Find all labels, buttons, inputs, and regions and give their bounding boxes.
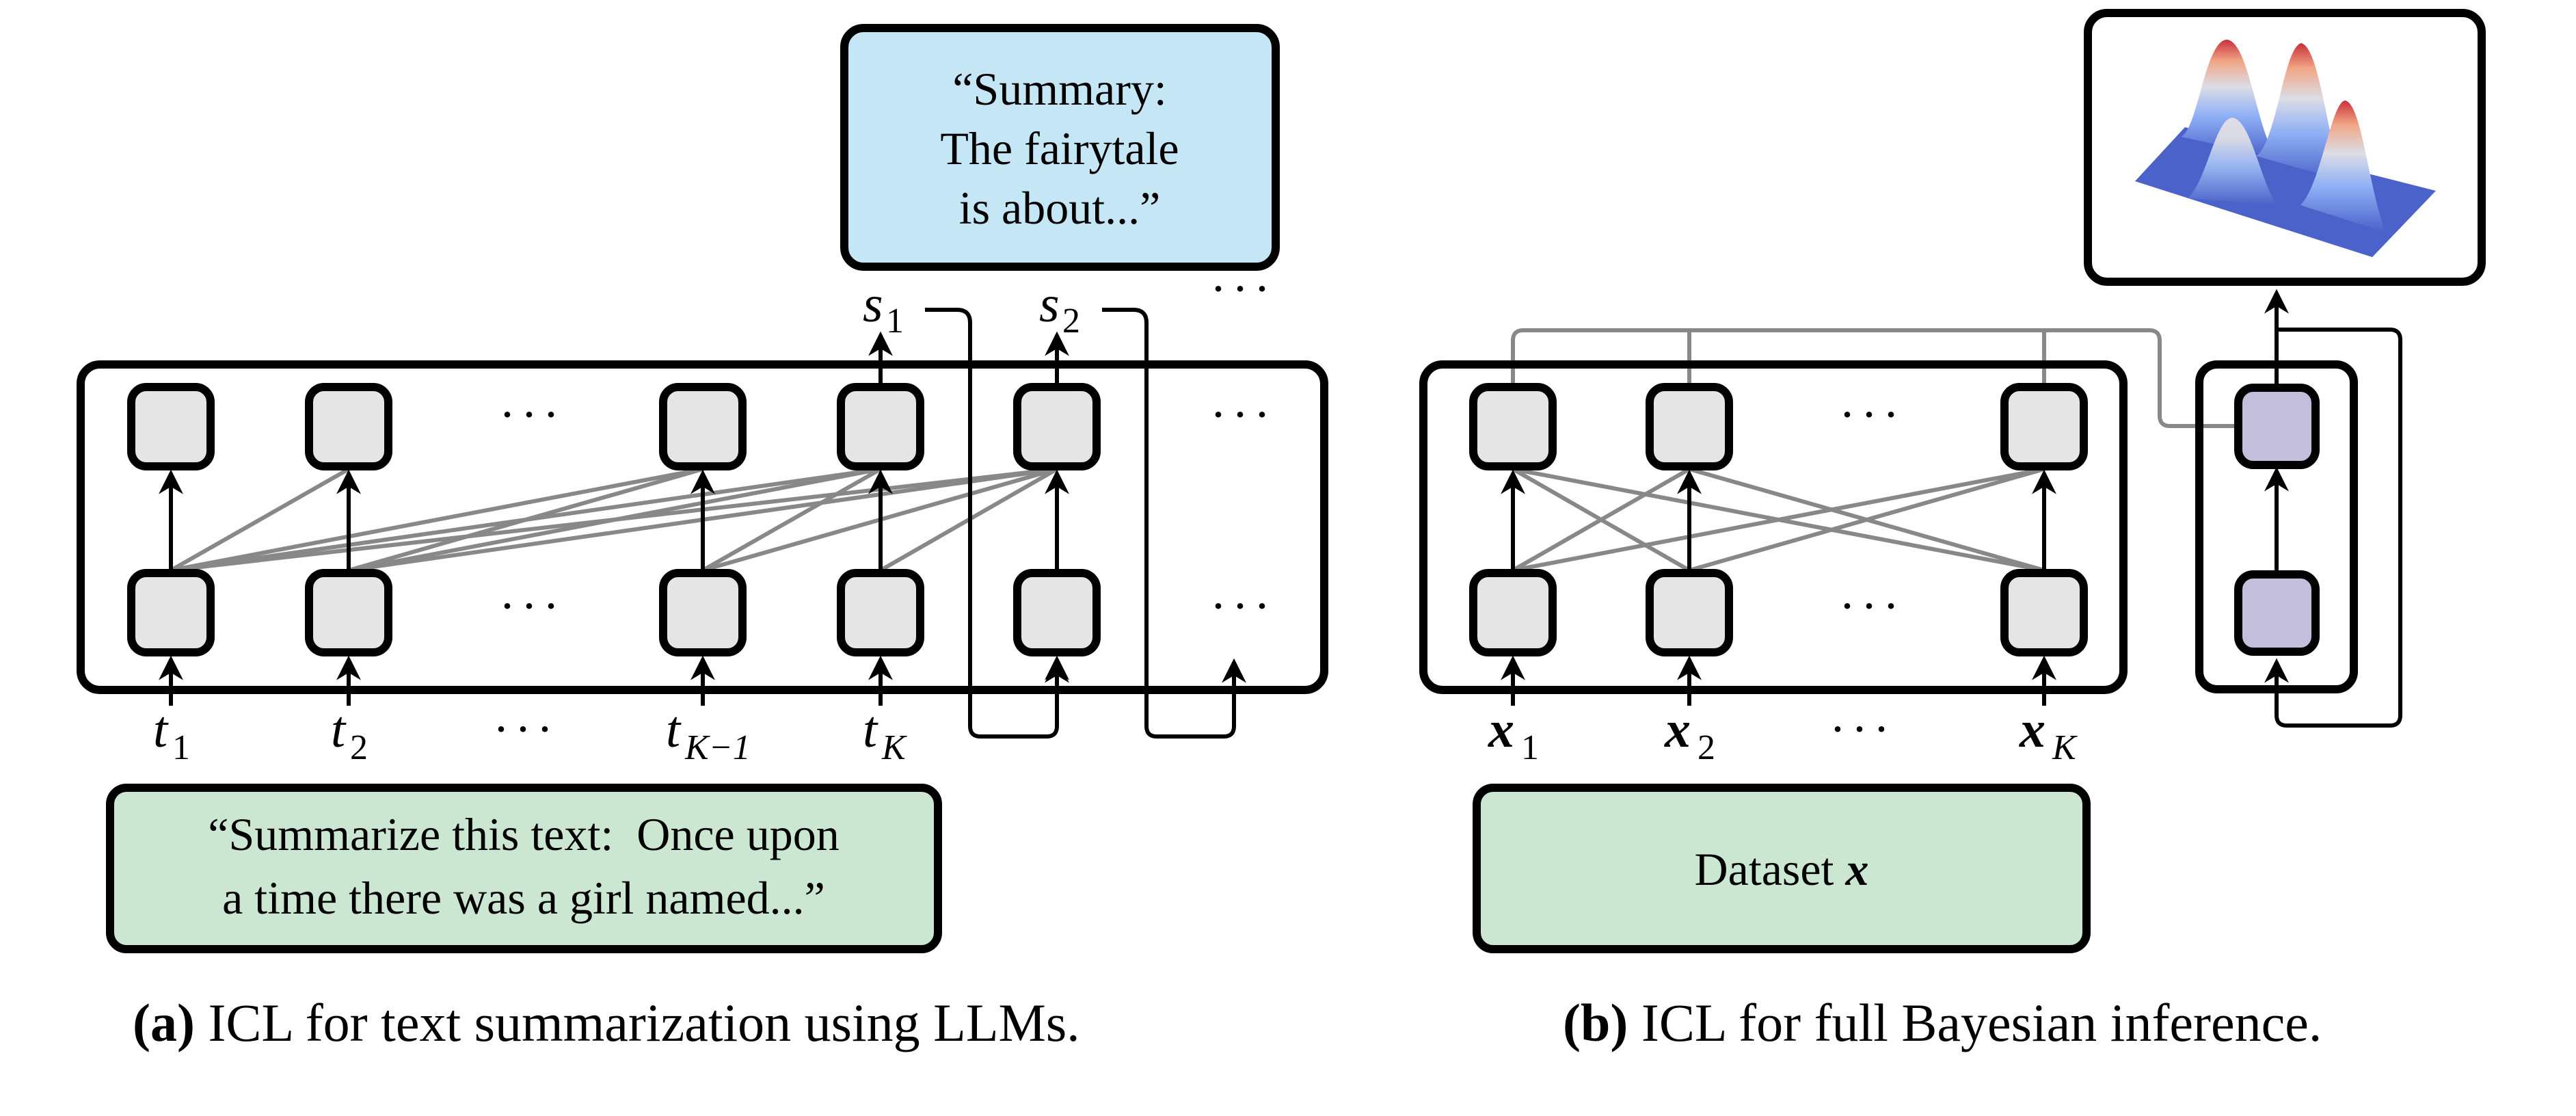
svg-text:x: x <box>1664 701 1691 758</box>
svg-text:t: t <box>331 701 347 758</box>
transformer-panel-b <box>1419 360 2128 694</box>
output-token-s1: s 1 <box>863 276 904 341</box>
attention-edges-a <box>169 467 1059 572</box>
attention-edge <box>347 467 705 572</box>
ellipsis-bottom-row-a: ··· <box>499 579 565 633</box>
label-ellipsis: ··· <box>493 702 559 756</box>
surface-peak-4 <box>2188 118 2277 205</box>
dataset-symbol: x <box>1844 843 1868 895</box>
svg-text:1: 1 <box>886 302 904 341</box>
attention-edge <box>1511 467 2046 572</box>
svg-text:1: 1 <box>1521 728 1539 767</box>
caption-a: (a) ICL for text summarization using LLM… <box>133 993 1080 1052</box>
caption-b-text: ICL for full Bayesian inference. <box>1628 993 2322 1052</box>
svg-text:2: 2 <box>1698 728 1715 767</box>
attention-edge <box>701 467 883 572</box>
svg-text:s: s <box>863 276 883 333</box>
attention-edges-b <box>1511 467 2046 572</box>
top-node <box>127 383 215 470</box>
top-node <box>837 383 924 470</box>
svg-text:K: K <box>2052 728 2078 767</box>
svg-text:K−1: K−1 <box>684 728 751 767</box>
top-node <box>305 383 392 470</box>
caption-a-text: ICL for text summarization using LLMs. <box>195 993 1080 1052</box>
summary-output-box: “Summary: The fairytale is about...” <box>840 24 1280 271</box>
svg-text:K: K <box>881 728 907 767</box>
bottom-node <box>1013 569 1101 656</box>
caption-b-tag: (b) <box>1563 993 1628 1052</box>
attention-edge <box>347 467 883 572</box>
top-node <box>1013 383 1101 470</box>
amortized-node-top <box>2234 384 2320 469</box>
panel-a-llm-icl: “Summary: The fairytale is about...” s 1… <box>77 24 1328 1052</box>
svg-text:t: t <box>666 701 682 758</box>
summary-line-3: is about...” <box>959 182 1161 234</box>
token-nodes-a <box>127 331 1236 725</box>
surface-peak-2 <box>2256 43 2345 181</box>
attention-edge <box>1687 467 2046 572</box>
ellipsis-top-row-a: ··· <box>499 387 565 442</box>
prompt-line-1: “Summarize this text: Once upon <box>208 808 839 860</box>
bottom-node <box>1646 569 1733 656</box>
top-node <box>1469 383 1557 470</box>
summary-line-2: The fairytale <box>940 122 1179 174</box>
svg-text:t: t <box>153 701 169 758</box>
svg-text:x: x <box>2019 701 2045 758</box>
bottom-node <box>305 569 392 656</box>
top-node <box>2000 383 2088 470</box>
posterior-plot-box <box>2084 9 2486 286</box>
caption-b: (b) ICL for full Bayesian inference. <box>1563 993 2322 1052</box>
bottom-node <box>837 569 924 656</box>
attention-edge <box>169 467 351 572</box>
surface-peak-3 <box>2300 101 2386 232</box>
surface-peak-1 <box>2181 40 2277 157</box>
ellipsis-top-row-a-future: ··· <box>1210 387 1276 442</box>
bottom-node <box>2000 569 2088 656</box>
recurrence-loop <box>2264 328 2402 728</box>
bottom-node <box>1469 569 1557 656</box>
attention-edge <box>169 467 705 572</box>
dataset-label: Dataset x <box>1695 843 1869 895</box>
top-node <box>659 383 747 470</box>
caption-a-tag: (a) <box>133 993 195 1052</box>
svg-text:t: t <box>863 701 878 758</box>
prompt-line-2: a time there was a girl named...” <box>222 872 825 924</box>
context-nodes-b <box>1469 383 2088 706</box>
posterior-density-surface <box>2135 40 2436 257</box>
svg-text:1: 1 <box>172 728 190 767</box>
ellipsis-bottom-row-a-future: ··· <box>1210 579 1276 633</box>
dataset-box: Dataset x <box>1473 784 2091 953</box>
ellipsis-top-row-b: ··· <box>1839 387 1905 442</box>
context-routing-line <box>1511 328 2237 428</box>
svg-text:2: 2 <box>350 728 368 767</box>
feedback-loop-s2 <box>1102 308 1246 739</box>
bottom-node <box>659 569 747 656</box>
label-ellipsis: ··· <box>1829 702 1895 756</box>
amortized-node-bottom <box>2234 570 2320 656</box>
attention-edge <box>1511 467 1691 572</box>
svg-text:2: 2 <box>1062 302 1080 341</box>
ellipsis-bottom-row-b: ··· <box>1839 579 1905 633</box>
feedback-loop-s1 <box>925 308 1069 739</box>
more-outputs-ellipsis: ··· <box>1210 261 1276 316</box>
svg-text:x: x <box>1488 701 1514 758</box>
bottom-node <box>127 569 215 656</box>
top-node <box>1646 383 1733 470</box>
summary-line-1: “Summary: <box>952 63 1167 115</box>
prompt-input-box: “Summarize this text: Once upon a time t… <box>106 784 942 953</box>
output-token-s2: s 2 <box>1039 276 1080 341</box>
svg-text:s: s <box>1039 276 1060 333</box>
